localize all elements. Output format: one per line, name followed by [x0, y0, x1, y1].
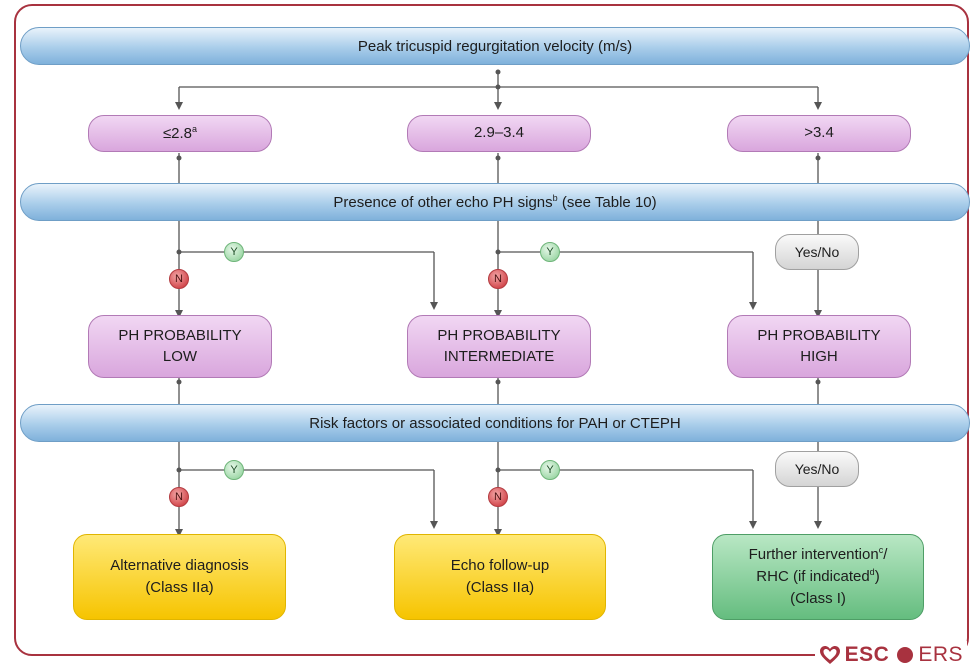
yes-badge: Y	[540, 242, 560, 262]
esc-ers-logo: ESC ERS	[814, 641, 967, 669]
further-intervention-box: Further interventionc/ RHC (if indicated…	[712, 534, 924, 620]
tricuspid-velocity-bar: Peak tricuspid regurgitation velocity (m…	[20, 27, 970, 65]
no-badge: N	[169, 269, 189, 289]
esc-logo-text: ESC	[844, 643, 890, 666]
velocity-high-pill: >3.4	[727, 115, 911, 152]
yes-badge: Y	[224, 460, 244, 480]
yes-badge: Y	[540, 460, 560, 480]
risk-factors-bar: Risk factors or associated conditions fo…	[20, 404, 970, 442]
echo-signs-label: Presence of other echo PH signsb (see Ta…	[333, 193, 657, 211]
echo-signs-bar: Presence of other echo PH signsb (see Ta…	[20, 183, 970, 221]
ers-logo-text: ERS	[918, 643, 963, 666]
yes-no-badge: Yes/No	[775, 451, 859, 487]
velocity-low-pill: ≤2.8a	[88, 115, 272, 152]
risk-factors-label: Risk factors or associated conditions fo…	[309, 414, 681, 432]
alternative-diagnosis-box: Alternative diagnosis(Class IIa)	[73, 534, 286, 620]
no-badge: N	[488, 487, 508, 507]
velocity-mid-pill: 2.9–3.4	[407, 115, 591, 152]
globe-icon	[897, 647, 914, 663]
tricuspid-velocity-label: Peak tricuspid regurgitation velocity (m…	[357, 37, 633, 55]
diagram-frame	[14, 4, 969, 656]
no-badge: N	[169, 487, 189, 507]
echo-follow-up-box: Echo follow-up(Class IIa)	[394, 534, 606, 620]
yes-badge: Y	[224, 242, 244, 262]
yes-no-badge: Yes/No	[775, 234, 859, 270]
no-badge: N	[488, 269, 508, 289]
heart-icon	[819, 646, 840, 664]
